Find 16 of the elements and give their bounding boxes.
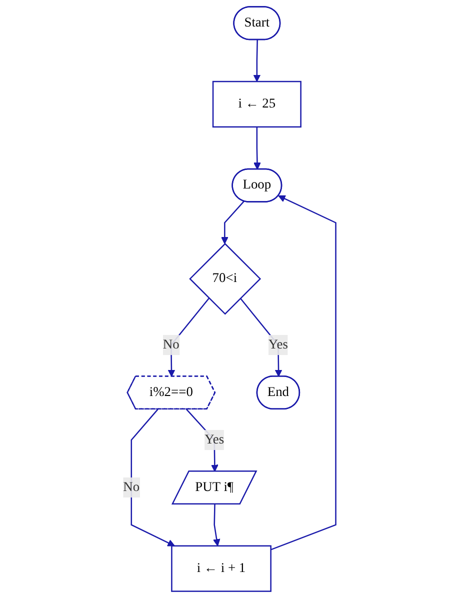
arrow: [213, 504, 220, 546]
arrow: [253, 40, 261, 82]
node-diamond: 70<i: [189, 242, 262, 315]
edge-label: No: [162, 337, 180, 352]
edge-label: Yes: [268, 337, 288, 352]
edge-label: Yes: [204, 432, 224, 447]
arrow: [168, 298, 210, 377]
node-box: i ← i + 1: [171, 545, 272, 592]
arrow: [186, 408, 218, 472]
arrow: [270, 195, 336, 550]
arrow: [254, 126, 261, 170]
arrow: [221, 200, 244, 244]
edge-label: No: [123, 480, 140, 494]
arrow: [240, 298, 282, 377]
node-box: i ← 25: [212, 80, 302, 128]
arrow: [130, 408, 175, 546]
